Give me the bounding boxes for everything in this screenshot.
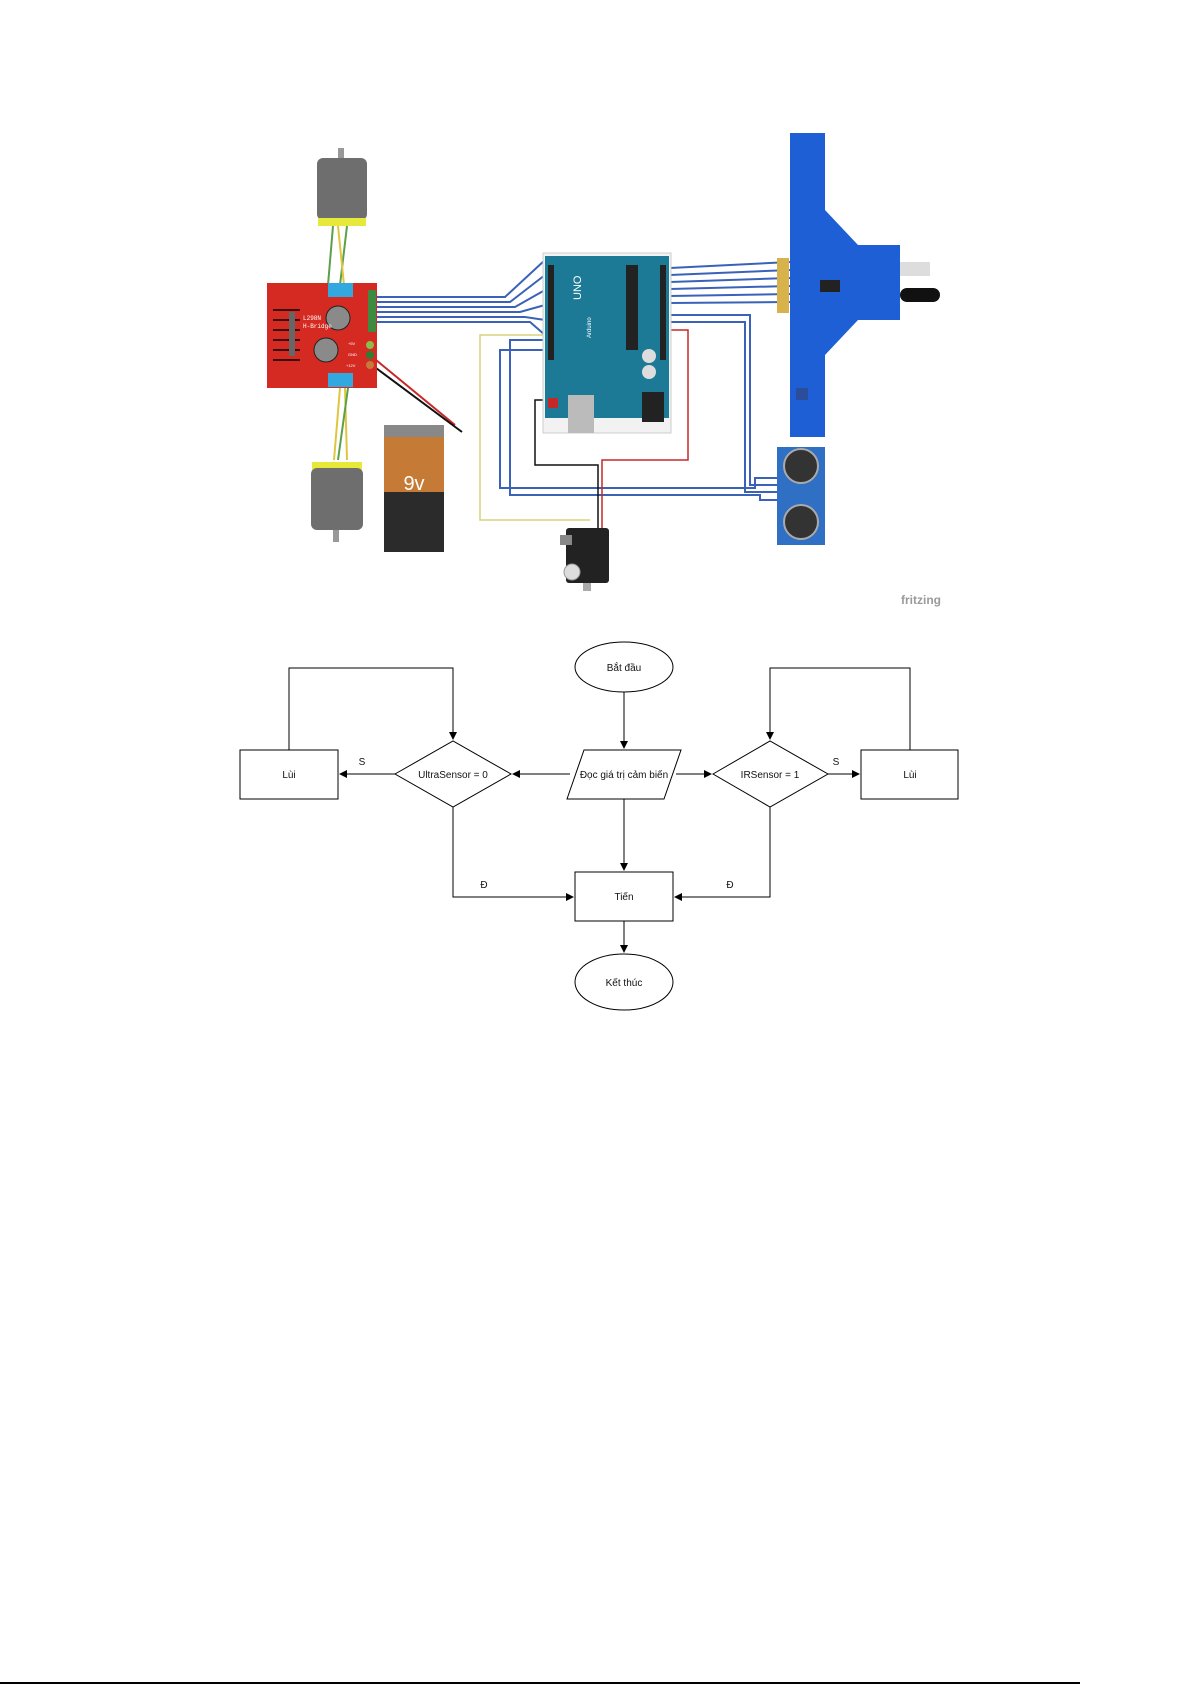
back-left-node — [239, 749, 339, 800]
circuit-diagram: L298N H-Bridge +5V GND +12V 9v UNO Ardui… — [267, 133, 941, 607]
9v-battery: 9v — [384, 425, 444, 552]
dc-motor-top — [317, 148, 367, 286]
driver-sublabel: H-Bridge — [303, 323, 332, 330]
ultra-condition-label: UltraSensor = 0 — [418, 770, 488, 781]
driver-label: L298N — [303, 315, 321, 322]
read-sensor-label: Đọc giá trị cảm biến — [580, 769, 668, 781]
end-node — [574, 953, 674, 1011]
no-left-label: S — [359, 757, 366, 768]
line-sensor-board — [777, 133, 940, 437]
read-sensor-node — [566, 749, 682, 800]
forward-label: Tiến — [614, 891, 633, 903]
start-label: Bắt đầu — [607, 661, 641, 674]
ir-condition-label: IRSensor = 1 — [741, 770, 800, 781]
forward-node — [574, 871, 674, 922]
arduino-uno-board: UNO Arduino — [542, 252, 672, 434]
no-right-label: S — [833, 757, 840, 768]
fritzing-watermark: fritzing — [901, 593, 941, 607]
servo-motor — [560, 528, 609, 591]
board-brand-label: Arduino — [587, 317, 593, 338]
ultrasonic-sensor — [777, 447, 825, 545]
wires — [376, 259, 791, 501]
dc-motor-bottom — [311, 387, 363, 542]
flow-arrows — [288, 667, 911, 953]
ultra-condition-node — [393, 740, 513, 808]
yes-left-label: Đ — [480, 880, 487, 891]
end-label: Kết thúc — [606, 977, 643, 989]
driver-pin-12v: +12V — [346, 363, 356, 368]
board-model-label: UNO — [572, 275, 584, 300]
driver-pin-5v: +5V — [348, 341, 356, 346]
driver-pin-gnd: GND — [348, 352, 357, 357]
footer-rule — [0, 1682, 1080, 1684]
back-right-node — [860, 749, 959, 800]
back-left-label: Lùi — [282, 770, 295, 781]
back-right-label: Lùi — [903, 770, 916, 781]
battery-label: 9v — [403, 473, 424, 495]
yes-right-label: Đ — [726, 880, 733, 891]
l298n-driver-board: L298N H-Bridge +5V GND +12V — [267, 283, 377, 388]
flowchart: Bắt đầu Đọc giá trị cảm biến UltraSensor… — [239, 641, 959, 1011]
